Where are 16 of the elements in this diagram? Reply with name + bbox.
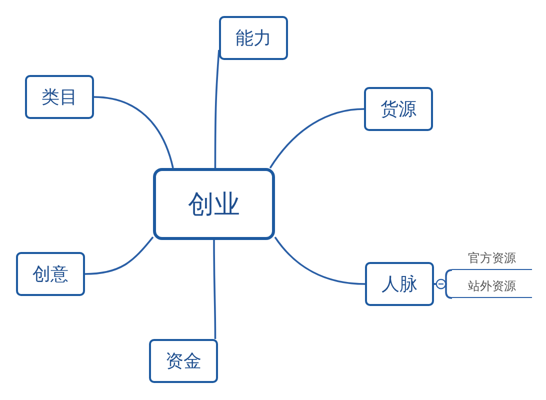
- connector-line: [214, 50, 220, 168]
- topic-box: 货源: [364, 87, 433, 131]
- connector-line: [269, 108, 364, 168]
- underlined-topic: 站外资源: [452, 275, 532, 298]
- connector-line: [213, 240, 216, 339]
- connector-line: [434, 278, 453, 299]
- connector-line: [84, 236, 154, 275]
- underlined-topic: 官方资源: [452, 247, 532, 270]
- topic-box: 资金: [149, 339, 218, 383]
- topic-box: 能力: [219, 16, 288, 60]
- topic-box: 类目: [25, 75, 94, 119]
- topic-box: 人脉: [365, 262, 434, 306]
- central-topic-box: 创业: [153, 168, 275, 240]
- topic-box: 创意: [16, 252, 85, 296]
- connector-line: [274, 236, 366, 285]
- connector-line: [94, 96, 174, 168]
